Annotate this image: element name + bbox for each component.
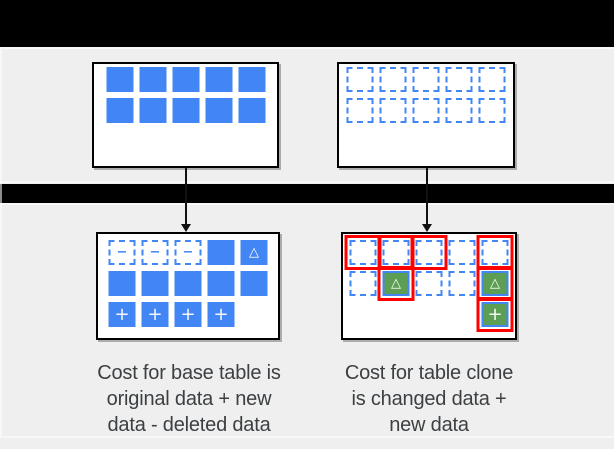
grid-cell-deleted: − [141, 240, 169, 265]
grid-cell-empty-highlighted [377, 235, 415, 270]
card-edge-line [0, 47, 614, 49]
grid-cell-empty-highlighted [476, 235, 514, 270]
grid-cell-original [207, 240, 235, 265]
arrow-head-icon [422, 224, 432, 232]
down-arrow-left [180, 168, 192, 232]
grid-cell-changed-highlighted: △ [377, 266, 415, 301]
grid-cell-new: + [141, 302, 169, 327]
grid-cell-empty [445, 98, 473, 123]
plus-icon: + [147, 303, 163, 325]
grid-cell-new-highlighted: + [476, 297, 514, 332]
panel-table-clone-current: △ △ + [341, 232, 517, 340]
grid-cell-original [106, 67, 133, 92]
grid-cell-original [139, 67, 166, 92]
caption-table-clone: Cost for table clone is changed data + n… [299, 360, 559, 438]
grid-cell-new: + [207, 302, 235, 327]
grid-cell-empty [448, 240, 476, 265]
grid-cell-original [139, 98, 166, 123]
arrow-head-icon [181, 224, 191, 232]
plus-icon: + [487, 303, 503, 325]
minus-icon: − [116, 245, 128, 260]
grid-cell-original [172, 98, 199, 123]
down-arrow-right [421, 168, 433, 232]
grid-cell-empty [379, 67, 407, 92]
grid-cell-deleted: − [174, 240, 202, 265]
grid-cell-empty [379, 98, 407, 123]
grid-cell-original [108, 271, 136, 296]
grid-cell-changed: △ [240, 240, 268, 265]
data-block-grid: − − − △ + + + + [108, 240, 268, 327]
grid-cell-empty-highlighted [410, 235, 448, 270]
plus-icon: + [213, 303, 229, 325]
middle-separator-bar [0, 184, 614, 203]
grid-cell-empty [349, 271, 377, 296]
caption-line: new data [389, 414, 469, 436]
arrow-stem [426, 168, 428, 226]
data-block-grid: △ △ + [344, 235, 514, 332]
data-block-grid [346, 67, 506, 123]
grid-cell-empty [412, 98, 440, 123]
top-separator-bar [0, 0, 614, 47]
grid-cell-original [207, 271, 235, 296]
grid-cell-deleted: − [108, 240, 136, 265]
caption-line: original data + new [106, 388, 272, 410]
plus-icon: + [114, 303, 130, 325]
arrow-stem [185, 168, 187, 226]
caption-line: Cost for base table is [97, 362, 281, 384]
caption-line: is changed data + [351, 388, 507, 410]
grid-cell-original [240, 271, 268, 296]
grid-cell-original [172, 67, 199, 92]
card-edge-line [0, 49, 2, 436]
grid-cell-original [174, 271, 202, 296]
grid-cell-original [106, 98, 133, 123]
grid-cell-new: + [174, 302, 202, 327]
grid-cell-empty [448, 271, 476, 296]
data-block-grid [106, 67, 265, 123]
minus-icon: − [182, 245, 194, 260]
card-edge-line [0, 203, 614, 205]
grid-cell-empty [478, 67, 506, 92]
caption-base-table: Cost for base table is original data + n… [59, 360, 319, 438]
grid-cell-original [238, 67, 265, 92]
grid-cell-original [141, 271, 169, 296]
grid-cell-empty [346, 67, 374, 92]
grid-cell-original [205, 67, 232, 92]
grid-cell-empty [415, 271, 443, 296]
minus-icon: − [149, 245, 161, 260]
caption-line: Cost for table clone [344, 362, 514, 384]
panel-base-table-original [92, 62, 279, 168]
grid-cell-changed-highlighted: △ [476, 266, 514, 301]
card-edge-line [0, 181, 614, 183]
grid-cell-empty [412, 67, 440, 92]
delta-icon: △ [249, 245, 259, 260]
grid-cell-original [238, 98, 265, 123]
grid-cell-empty-highlighted [344, 235, 382, 270]
grid-cell-empty [478, 98, 506, 123]
grid-cell-empty [445, 67, 473, 92]
grid-cell-empty [346, 98, 374, 123]
caption-line: data - deleted data [107, 414, 271, 436]
grid-cell-new: + [108, 302, 136, 327]
panel-table-clone-original [337, 62, 515, 168]
delta-icon: △ [391, 276, 401, 291]
panel-base-table-current: − − − △ + + + + [96, 232, 280, 340]
card-edge-line [0, 436, 614, 438]
plus-icon: + [180, 303, 196, 325]
delta-icon: △ [490, 276, 500, 291]
grid-cell-original [205, 98, 232, 123]
